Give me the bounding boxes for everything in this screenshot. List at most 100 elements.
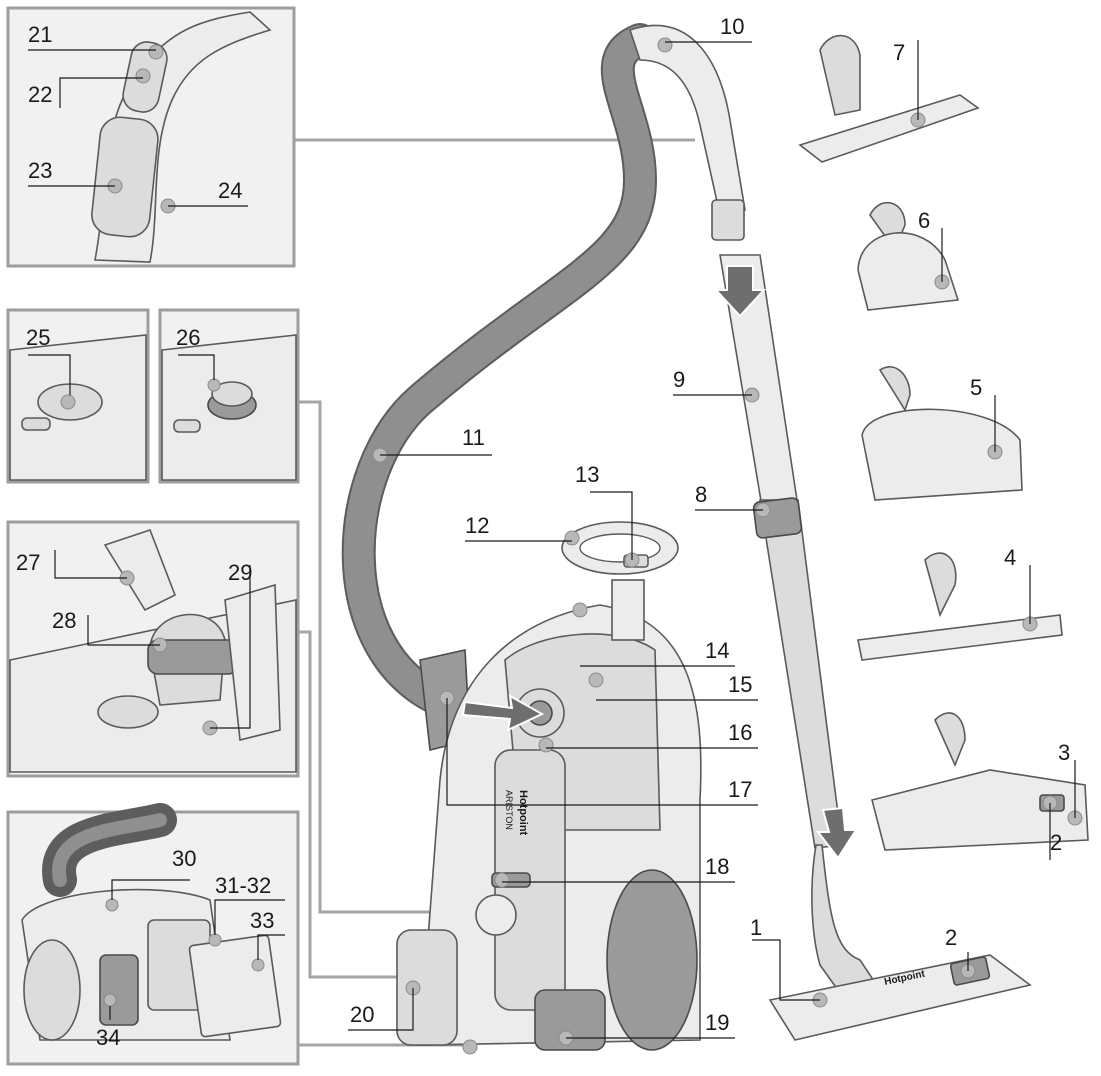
label-2a: 2 [1050,830,1062,855]
compartment-lid-29 [224,583,281,741]
brand-sub: ARISTON [504,790,514,830]
label-14: 14 [705,638,729,663]
hose-handle-10 [628,24,746,216]
connector-bag-indicator [298,400,480,914]
combi-head-3 [871,769,1089,851]
label-29: 29 [228,560,252,585]
label-12: 12 [465,513,489,538]
frame-bag-indicator-26: 26 [158,308,300,484]
label-17: 17 [728,777,752,802]
label-10: 10 [720,14,744,39]
accessory-nozzles [798,34,1089,851]
indicator-dot-18 [494,872,510,888]
label-3: 3 [1058,740,1070,765]
mini-wheel [23,939,81,1041]
label-7: 7 [893,40,905,65]
label-15: 15 [728,672,752,697]
label-33: 33 [250,908,274,933]
frame-handle-detail: 21 22 23 24 [6,6,296,268]
indicator-dot-33 [251,958,265,972]
label-23: 23 [28,158,52,183]
label-20: 20 [350,1002,374,1027]
indicator-knob-26 [211,381,253,407]
mini-turbo-head-6 [857,232,960,311]
floor-nozzle-neck [811,844,882,1001]
indicator-window-27-29 [97,695,159,729]
down-arrow-upper [713,265,767,318]
handle-post [611,579,645,641]
handle-flap [91,116,159,238]
hard-floor-neck-4 [924,552,957,618]
indicator-dot-15 [588,672,604,688]
label-1: 1 [750,915,762,940]
brand-name: Hotpoint [517,790,529,836]
floor-nozzle-1: Hotpoint [768,844,1032,1041]
frame-bag-indicator-25: 25 [6,308,150,484]
leader-1 [752,939,820,1001]
combi-neck-3 [934,712,966,768]
label-5: 5 [970,375,982,400]
indicator-dot-16 [538,737,554,753]
frame-rear-filter: 30 31-32 33 34 [6,803,300,1066]
mini-socket-area [99,954,139,1026]
label-11: 11 [462,425,485,450]
leader-31-32 [214,899,285,935]
hose-11 [341,23,658,717]
indicator-dot-26 [207,378,221,392]
parquet-brush-neck-7 [819,34,861,116]
frame-accessory-compartment: 27 28 29 [6,520,300,778]
label-9: 9 [673,367,685,392]
leader-26 [178,354,215,380]
indicator-dot-12 [564,530,580,546]
handle-connector-tip [711,199,745,241]
insert-arrow [461,694,545,732]
carry-handle [561,521,679,641]
label-8: 8 [695,482,707,507]
turbo-brush-head-5 [861,408,1023,501]
connector-accessory-compartment [298,630,460,979]
label-31-32: 31-32 [215,873,271,898]
indicator-dot-25 [60,394,76,410]
small-slot-26 [173,419,201,433]
label-28: 28 [52,608,76,633]
label-13: 13 [575,462,599,487]
small-slot-25 [21,417,51,431]
hose-corrugation [343,25,656,715]
label-34: 34 [96,1025,120,1050]
indicator-dot-21 [148,44,164,60]
mini-hose [52,813,167,887]
leader-28 [87,615,160,646]
label-6: 6 [918,208,930,233]
label-2b: 2 [945,925,957,950]
leader-30 [111,879,190,900]
down-arrow-lower [815,806,858,860]
indicator-dot-bottom [462,1039,478,1055]
label-16: 16 [728,720,752,745]
label-18: 18 [705,854,729,879]
label-22: 22 [28,82,52,107]
label-26: 26 [176,325,200,350]
label-25: 25 [26,325,50,350]
crevice-tool-27 [103,528,177,612]
indicator-dot-22 [135,68,151,84]
label-19: 19 [705,1010,729,1035]
hard-floor-head-4 [857,614,1063,661]
leader-22 [59,77,143,108]
leader-27 [54,550,127,579]
bag-indicator-knob [475,894,517,936]
parquet-brush-head-7 [798,94,980,163]
indicator-dot-34 [103,993,117,1007]
floor-nozzle-head [768,954,1032,1041]
leader-17 [446,698,758,806]
label-4: 4 [1004,545,1016,570]
main-leader-lines [348,40,1076,1039]
label-27: 27 [16,550,40,575]
indicator-dot-31-32 [208,933,222,947]
vacuum-body: Hotpoint ARISTON [396,604,702,1051]
indicator-dot-10 [657,37,673,53]
label-21: 21 [28,22,52,47]
turbo-brush-neck-5 [878,366,911,412]
indicator-dot-14 [572,602,588,618]
